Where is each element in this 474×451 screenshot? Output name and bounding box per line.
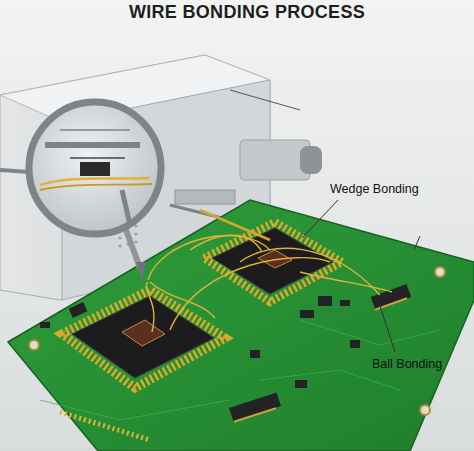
qfp-chip bbox=[62, 290, 225, 388]
title: WIRE BONDING PROCESS bbox=[20, 2, 474, 23]
callout-label: Ball Bonding bbox=[372, 357, 442, 371]
leader-line bbox=[414, 236, 420, 250]
callout-label: Wedge Bonding bbox=[330, 182, 419, 196]
leader-line bbox=[302, 200, 338, 238]
bond-wires bbox=[146, 235, 392, 332]
smd-components bbox=[40, 284, 411, 421]
leader-line bbox=[378, 300, 395, 352]
circuit-board bbox=[8, 200, 474, 451]
qfp-chip bbox=[204, 222, 342, 302]
magnifier-detail bbox=[0, 102, 161, 234]
